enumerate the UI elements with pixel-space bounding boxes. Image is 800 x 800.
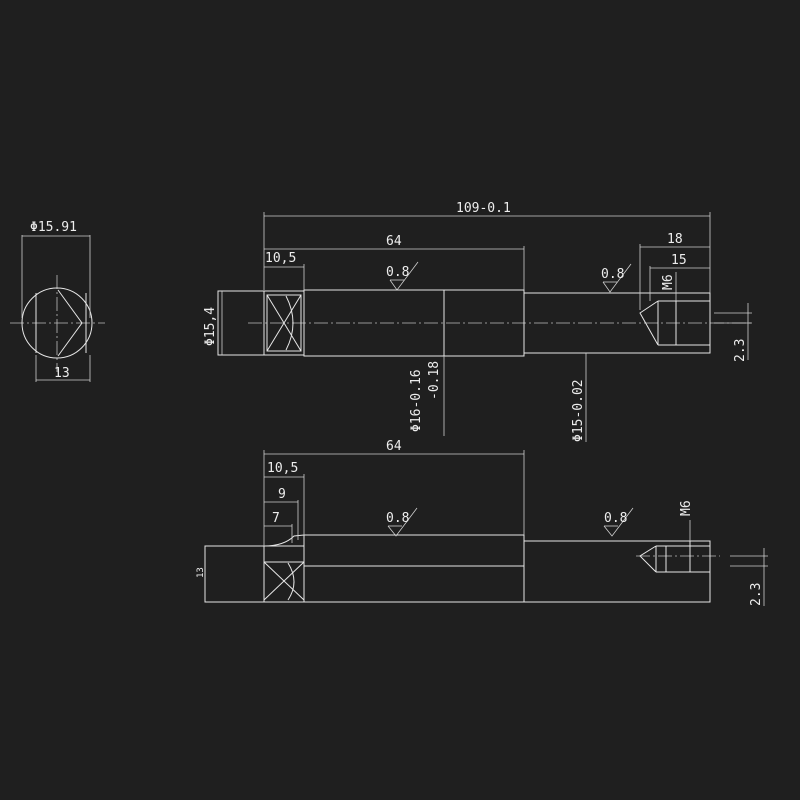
top-roughness-symbol-2: 0.8 <box>601 263 632 293</box>
bottom-body-length: 64 <box>386 439 402 454</box>
bottom-roughness-check-2 <box>603 507 634 537</box>
bottom-thread-label: M6 <box>679 500 694 516</box>
bottom-head-size: 13 <box>196 567 206 578</box>
bottom-drill-depth: 2.3 <box>749 583 764 606</box>
end-view-circle <box>21 287 93 359</box>
top-thread-depth: 18 <box>667 232 683 247</box>
top-head-diag-2 <box>266 294 302 352</box>
bottom-roughness-check-1 <box>387 507 418 537</box>
bottom-roughness-1: 0.8 <box>386 511 409 526</box>
bottom-head-diag-2 <box>263 561 305 601</box>
end-view-flat-label: 13 <box>54 366 70 381</box>
top-head-diameter: Φ15,4 <box>203 307 218 346</box>
top-side-view: 109-0.1 64 10,5 18 15 M6 Φ15,4 Φ16-0.16 … <box>203 201 752 442</box>
bottom-roughness-symbol-2: 0.8 <box>603 507 634 537</box>
bottom-head-length: 10,5 <box>267 461 298 476</box>
top-head-arc <box>285 295 294 351</box>
bottom-head-chamfer <box>263 534 305 547</box>
top-thread-label: M6 <box>661 274 676 290</box>
bottom-chamfer-9: 9 <box>278 487 286 502</box>
bottom-head-square <box>263 545 305 603</box>
end-view-hex-profile <box>57 289 83 357</box>
top-shaft-diameter: Φ15-0.02 <box>571 379 586 442</box>
bottom-chamfer-7: 7 <box>272 511 280 526</box>
top-drill-depth: 2.3 <box>733 339 748 362</box>
top-head-inner <box>266 294 302 352</box>
top-body-diameter-1: Φ16-0.16 <box>409 369 424 432</box>
top-head-length: 10,5 <box>265 251 296 266</box>
bottom-roughness-symbol-1: 0.8 <box>386 507 418 537</box>
bottom-hole-tip <box>639 545 657 573</box>
top-roughness-check-2 <box>602 263 632 293</box>
top-roughness-symbol-1: 0.8 <box>386 261 419 291</box>
top-body-length: 64 <box>386 234 402 249</box>
end-view: Φ15.91 13 <box>10 220 105 382</box>
top-shaft <box>523 292 711 354</box>
bottom-head-arc <box>287 562 295 601</box>
top-roughness-1: 0.8 <box>386 265 409 280</box>
bottom-body <box>303 534 525 603</box>
top-thread-length: 15 <box>671 253 687 268</box>
bottom-head-stub <box>204 545 265 603</box>
top-body-diameter-2: -0.18 <box>427 361 442 400</box>
top-roughness-2: 0.8 <box>601 267 624 282</box>
top-hole-tip <box>639 300 659 346</box>
end-view-diameter-label: Φ15.91 <box>30 220 77 235</box>
bottom-side-view: 64 10,5 9 7 13 M6 2.3 0.8 0.8 <box>196 439 768 606</box>
top-overall-length: 109-0.1 <box>456 201 511 216</box>
top-roughness-check-1 <box>389 261 419 291</box>
bottom-roughness-2: 0.8 <box>604 511 627 526</box>
